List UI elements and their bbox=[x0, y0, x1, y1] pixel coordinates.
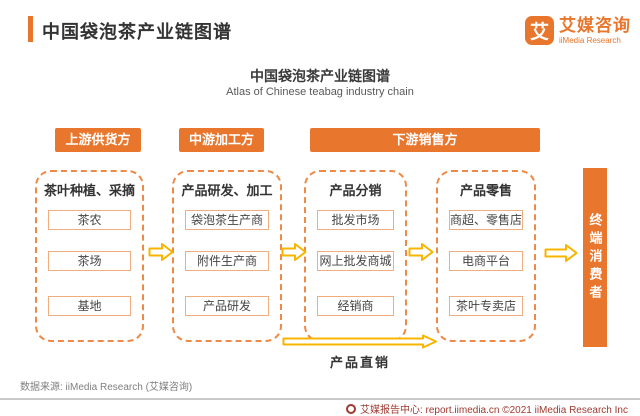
item-box: 茶叶专卖店 bbox=[449, 296, 523, 316]
item-box: 电商平台 bbox=[449, 251, 523, 271]
flow-arrow-icon bbox=[544, 242, 578, 269]
column-header: 产品零售 bbox=[459, 183, 512, 198]
report-center-note: 艾媒报告中心: report.iimedia.cn ©2021 iiMedia … bbox=[359, 405, 628, 416]
item-box: 经销商 bbox=[317, 296, 394, 316]
iimedia-logo: 艾 艾媒咨询 iiMedia Research bbox=[525, 16, 631, 45]
stage-label-midstream: 中游加工方 bbox=[179, 128, 264, 152]
end-consumer-bar: 终端消费者 bbox=[583, 168, 607, 347]
column-retail: 产品零售 商超、零售店 电商平台 茶叶专卖店 bbox=[436, 170, 536, 342]
column-product-rd: 产品研发、加工 袋泡茶生产商 附件生产商 产品研发 bbox=[172, 170, 282, 342]
flow-arrow-icon bbox=[281, 241, 307, 268]
direct-sales-label: 产品直销 bbox=[329, 355, 390, 370]
item-box: 茶农 bbox=[48, 210, 131, 230]
stage-label-downstream: 下游销售方 bbox=[310, 128, 540, 152]
footer-divider bbox=[0, 398, 640, 400]
column-distribution: 产品分销 批发市场 网上批发商城 经销商 bbox=[304, 170, 407, 342]
column-header: 茶叶种植、采摘 bbox=[43, 183, 135, 198]
item-box: 网上批发商城 bbox=[317, 251, 394, 271]
column-header: 产品研发、加工 bbox=[181, 183, 273, 198]
data-source-note: 数据来源: iiMedia Research (艾媒咨询) bbox=[20, 382, 193, 393]
diagram-title: 中国袋泡茶产业链图谱 bbox=[250, 68, 390, 84]
logo-brand-cn: 艾媒咨询 bbox=[559, 16, 631, 35]
item-box: 产品研发 bbox=[185, 296, 269, 316]
flow-arrow-icon bbox=[148, 241, 174, 268]
column-header: 产品分销 bbox=[329, 183, 382, 198]
flow-arrow-icon bbox=[408, 241, 434, 268]
stage-label-upstream: 上游供货方 bbox=[55, 128, 141, 152]
item-box: 基地 bbox=[48, 296, 131, 316]
title-accent-bar bbox=[28, 16, 33, 42]
diagram-subtitle: Atlas of Chinese teabag industry chain bbox=[226, 86, 414, 98]
item-box: 批发市场 bbox=[317, 210, 394, 230]
iimedia-ring-icon bbox=[345, 403, 356, 414]
item-box: 商超、零售店 bbox=[449, 210, 523, 230]
footer-bar: 艾媒报告中心: report.iimedia.cn ©2021 iiMedia … bbox=[0, 401, 640, 416]
item-box: 附件生产商 bbox=[185, 251, 269, 271]
iimedia-logo-icon: 艾 bbox=[525, 16, 554, 45]
direct-sales-arrow-icon bbox=[282, 334, 438, 354]
end-consumer-label: 终端消费者 bbox=[587, 212, 603, 303]
item-box: 茶场 bbox=[48, 251, 131, 271]
item-box: 袋泡茶生产商 bbox=[185, 210, 269, 230]
logo-brand-en: iiMedia Research bbox=[559, 36, 621, 45]
page-title: 中国袋泡茶产业链图谱 bbox=[42, 22, 232, 42]
column-tea-planting: 茶叶种植、采摘 茶农 茶场 基地 bbox=[35, 170, 144, 342]
